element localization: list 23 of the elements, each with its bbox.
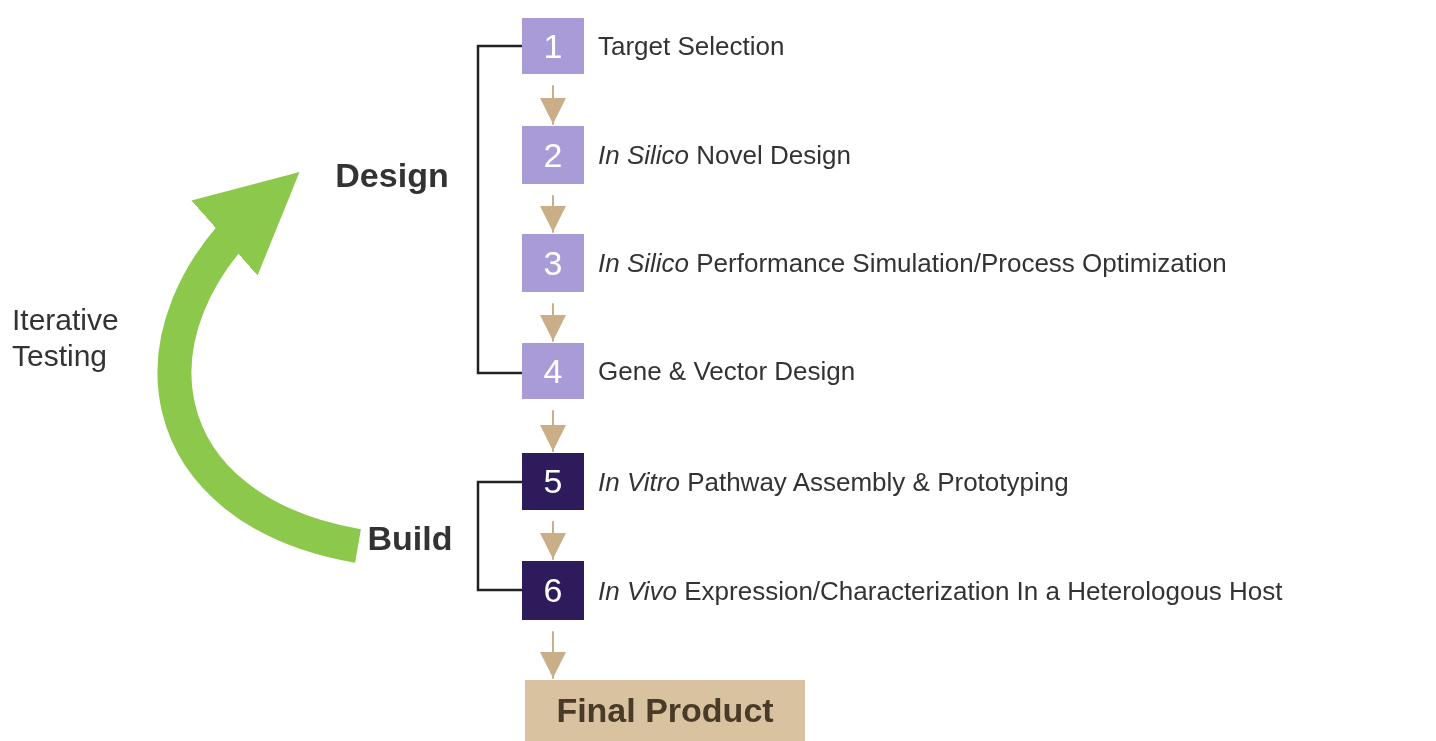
stage-label: Build	[360, 515, 460, 561]
step-title: In Vivo Expression/Characterization In a Heterologous Host	[598, 575, 1283, 607]
step-number-box: 3	[522, 234, 584, 292]
arrow	[540, 521, 566, 560]
arrow	[540, 85, 566, 125]
step-title: Gene & Vector Design	[598, 356, 856, 387]
step-title: In Vitro Pathway Assembly & Prototyping	[598, 466, 1069, 498]
stage-label: Design	[322, 152, 462, 198]
arrow	[540, 410, 566, 452]
step-number-box: 1	[522, 18, 584, 74]
arrow	[540, 195, 566, 233]
step-title: In Silico Novel Design	[598, 140, 851, 171]
cycle-label: Iterative Testing	[12, 302, 120, 374]
step-number-box: 5	[522, 453, 584, 510]
curved-arrow	[157, 169, 363, 563]
arrow	[540, 631, 566, 679]
arrow	[540, 303, 566, 342]
step-title: In Silico Performance Simulation/Process Optimization	[598, 248, 1227, 279]
step-number-box: 2	[522, 126, 584, 184]
step-number-box: 6	[522, 561, 584, 620]
final-product-box: Final Product	[525, 680, 805, 741]
step-title: Target Selection	[598, 31, 785, 62]
step-number-box: 4	[522, 343, 584, 399]
